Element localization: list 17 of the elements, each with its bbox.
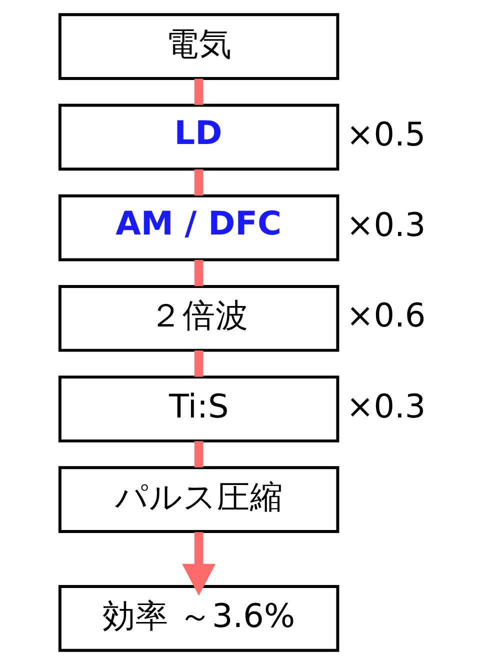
connector (194, 169, 203, 196)
node-label: ×0.3 (346, 206, 426, 244)
node-box: 電気 (58, 13, 339, 80)
connector (194, 260, 203, 286)
node-box: LD (58, 104, 339, 171)
node-box: Ti:S (58, 376, 339, 442)
node-box: ２倍波 (58, 284, 339, 352)
node-label: ×0.5 (346, 115, 426, 154)
connector (194, 441, 203, 468)
node-box: パルス圧縮 (58, 466, 339, 534)
node-box: 効率 ～3.6% (58, 585, 339, 652)
arrow (182, 532, 216, 596)
connector (194, 350, 203, 377)
node-box: AM / DFC (58, 194, 339, 262)
connector (194, 78, 203, 105)
node-label: ×0.6 (346, 296, 426, 335)
label: ×0.3 (346, 387, 426, 426)
